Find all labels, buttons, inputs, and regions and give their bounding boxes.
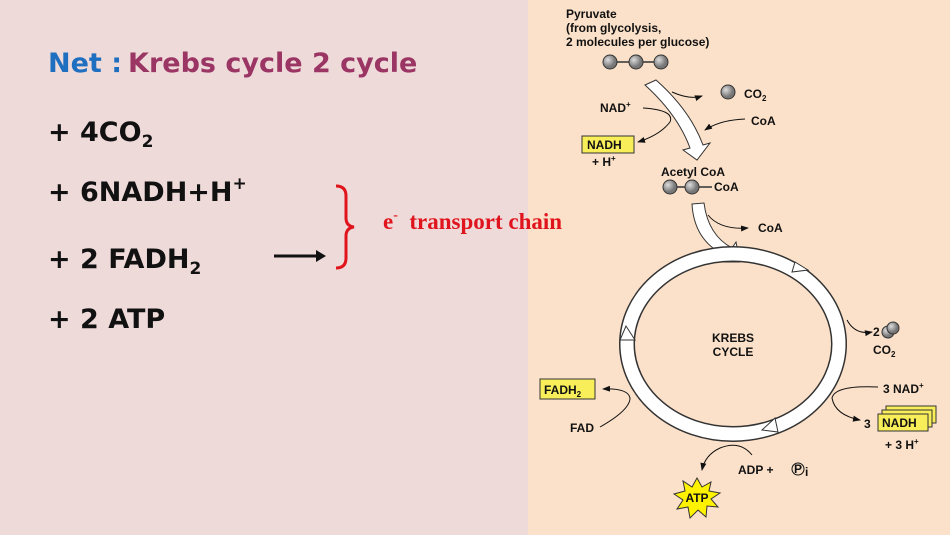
net-label: Net [48, 48, 102, 79]
atp-starburst-icon [672, 476, 722, 520]
nadh-box [581, 135, 635, 154]
flow-arrow-icon [644, 79, 712, 161]
krebs-label: KREBS [712, 331, 754, 345]
phosphate-label: P [794, 462, 802, 476]
etc-label: e- transport chain [383, 208, 562, 235]
pyruvate-note-2: 2 molecules per glucose) [566, 35, 709, 49]
phosphate-sub: i [805, 465, 808, 479]
nadh-label: NADH [587, 138, 622, 152]
line-sub: 2 [141, 132, 154, 152]
co2-molecule-icon [720, 84, 736, 100]
nadh3-count: 3 [864, 417, 871, 431]
nadh3-box [877, 413, 929, 432]
product-fadh2: + 2 FADH2 [48, 244, 201, 279]
nad-label: NAD+ [600, 100, 631, 115]
electron-charge: - [393, 208, 398, 223]
electron: e [383, 209, 394, 234]
product-nadh: + 6NADH+H+ [48, 174, 247, 208]
brace-icon [335, 184, 355, 270]
colon: : [111, 48, 123, 79]
coa-in-label: CoA [751, 114, 776, 128]
nadh3-label: NADH [882, 416, 917, 430]
product-co2: + 4CO2 [48, 117, 153, 152]
acetyl-coa-molecule-icon [662, 179, 712, 195]
co2-right-label: CO2 [873, 343, 896, 359]
line-text: + 4CO [48, 117, 142, 148]
adp-label: ADP + [738, 463, 773, 477]
nad3-label: 3 NAD+ [883, 381, 924, 396]
line-sub: 2 [189, 259, 202, 279]
slide-title: Net :Krebs cycle 2 cycle [48, 48, 417, 79]
krebs-title: Krebs cycle 2 cycle [128, 48, 418, 79]
h3-label: + 3 H+ [885, 437, 919, 452]
pyruvate-label: Pyruvate [566, 7, 617, 21]
cycle-label: CYCLE [713, 345, 754, 359]
pyruvate-note: (from glycolysis, [566, 21, 661, 35]
coa-out-label: CoA [758, 221, 783, 235]
line-sup: + [232, 174, 247, 194]
fad-label: FAD [570, 421, 594, 435]
co2-label: CO2 [744, 87, 767, 103]
pyruvate-molecule-icon [602, 54, 669, 70]
text-panel [0, 0, 528, 535]
h-plus-label: + H+ [592, 154, 616, 169]
fadh2-box [539, 378, 596, 400]
product-atp: + 2 ATP [48, 304, 165, 335]
line-text: + 6NADH+H [48, 177, 233, 208]
fadh2-label: FADH2 [544, 383, 582, 399]
phosphate-icon [791, 462, 805, 476]
line-text: + 2 ATP [48, 304, 166, 335]
etc-text: transport chain [409, 209, 563, 234]
co2-count: 2 [873, 325, 880, 339]
line-text: + 2 FADH [48, 244, 190, 275]
acetyl-coa-tail: CoA [714, 180, 739, 194]
acetyl-coa-label: Acetyl CoA [661, 165, 725, 179]
atp-label: ATP [685, 491, 708, 505]
